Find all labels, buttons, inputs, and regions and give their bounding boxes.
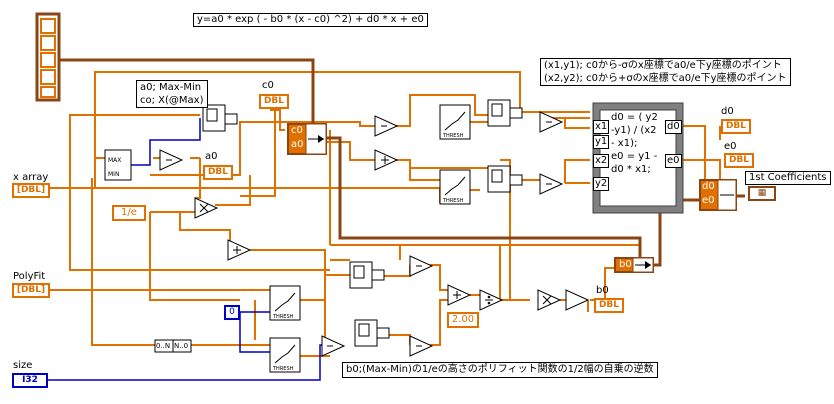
bundle-d0-e0-node	[699, 179, 737, 211]
label-d0: d0	[721, 106, 734, 117]
formula-input-x2: x2	[593, 154, 610, 168]
note-points: (x1,y1); c0から-σのx座標でa0/e下y座標のポイント (x2,y2…	[540, 58, 791, 86]
subtract-node	[159, 111, 590, 357]
formula-code: d0 = ( y2 -y1) / (x2 - x1); e0 = y1 - d0…	[611, 111, 658, 176]
e0-dbl-indicator: DBL	[724, 153, 754, 168]
note-b0: b0;(Max-Min)の1/eの高さのポリフィット関数の1/2幅の自乗の逆数	[342, 362, 658, 378]
formula-output-e0: e0	[665, 154, 682, 168]
index-constant-1: 0..N	[156, 342, 171, 350]
formula-line-4: e0 = y1 -	[611, 151, 658, 162]
svg-text:THRESH: THRESH	[442, 133, 464, 139]
label-size: size	[13, 360, 33, 371]
wires-dbl	[48, 59, 745, 357]
formula-input-y2: y2	[593, 177, 610, 191]
unbundle-a0-label: a0	[291, 139, 304, 150]
array-max-min-node: MAX MIN	[104, 149, 132, 181]
label-a0-max-min-line1: a0; Max-Min	[140, 82, 202, 93]
label-a0-max-min-line2: co; X(@Max)	[140, 95, 204, 106]
svg-text:MAX: MAX	[108, 157, 121, 164]
index-constant-pair	[154, 339, 192, 353]
zero-constant: 0	[224, 305, 240, 320]
label-b0: b0	[596, 285, 609, 296]
one-over-e-constant: 1/e	[112, 205, 146, 221]
bundle-e0-label: e0	[702, 195, 715, 206]
threshold-node: THRESH THRESH THRESH THRESH	[269, 104, 471, 373]
a0-dbl-indicator: DBL	[203, 165, 233, 180]
formula-input-x1: x1	[593, 120, 610, 134]
formula-input-y1: y1	[593, 135, 610, 149]
formula-line-5: d0 * x1;	[611, 164, 651, 175]
label-a0-max-min: a0; Max-Min co; X(@Max)	[136, 80, 208, 108]
note-point-1: (x1,y1); c0から-σのx座標でa0/e下y座標のポイント	[544, 60, 782, 71]
svg-text:MIN: MIN	[108, 171, 119, 178]
two-constant: 2.00	[447, 312, 479, 328]
label-x-array: x array	[13, 172, 49, 183]
unbundle-node	[287, 123, 327, 155]
label-e0: e0	[724, 141, 737, 152]
index-array-node	[202, 99, 523, 347]
first-coefficients-indicator: ▦	[748, 186, 776, 201]
bundle-d0-label: d0	[702, 181, 715, 192]
formula-line-2: -y1) / (x2	[611, 125, 657, 136]
b0-dbl-indicator: DBL	[594, 298, 624, 313]
c0-dbl-indicator: DBL	[259, 94, 289, 109]
polyfit-control: [DBL]	[12, 283, 50, 298]
size-control: I32	[12, 373, 48, 388]
d0-dbl-indicator: DBL	[721, 119, 751, 134]
note-point-2: (x2,y2); c0から+σのx座標でa0/e下y座標のポイント	[544, 73, 787, 84]
label-polyfit: PolyFit	[13, 271, 46, 282]
svg-text:THRESH: THRESH	[272, 314, 294, 320]
bundle-b0-node	[614, 257, 654, 273]
label-a0: a0	[205, 151, 218, 162]
svg-text:THRESH: THRESH	[442, 198, 464, 204]
label-first-coefficients: 1st Coefficients	[745, 171, 831, 185]
unbundle-c0-label: c0	[291, 125, 303, 136]
formula-line-3: - x1);	[611, 138, 638, 149]
formula-output-d0: d0	[665, 120, 682, 134]
cluster-array-constant	[35, 12, 61, 102]
index-constant-2: N..0	[174, 342, 189, 350]
formula-line-1: d0 = ( y2	[611, 112, 658, 123]
equation-label: y=a0 * exp ( - b0 * (x - c0) ^2) + d0 * …	[193, 13, 428, 27]
bundle-b0-label: b0	[619, 259, 632, 270]
label-c0: c0	[262, 80, 274, 91]
x-array-control: [DBL]	[12, 183, 50, 198]
svg-text:THRESH: THRESH	[272, 366, 294, 372]
